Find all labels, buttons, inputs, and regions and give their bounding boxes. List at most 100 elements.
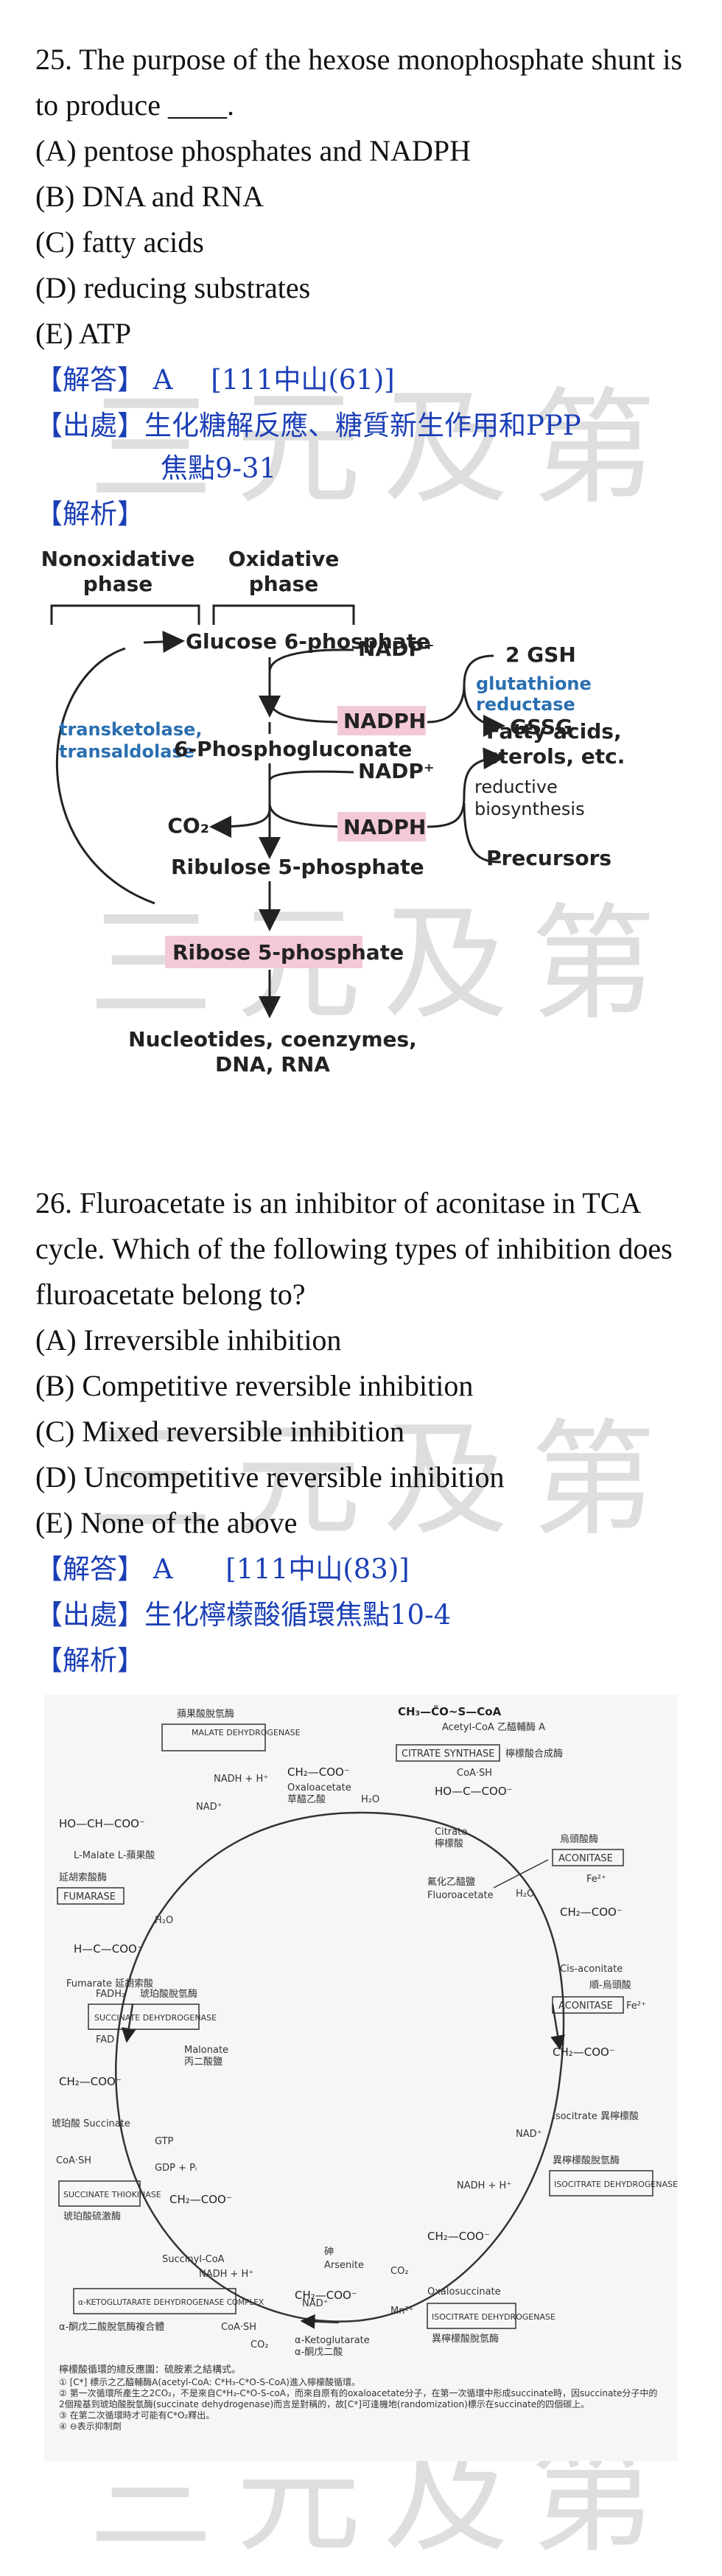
acetyl-coa-label: Acetyl-CoA 乙醯輔酶 A [442, 1721, 545, 1733]
isocitrate-label: Isocitrate 異檸檬酸 [553, 2111, 639, 2122]
akg-cn: α-酮戊二酸 [295, 2347, 343, 2358]
stk-cn: 琥珀酸硫激酶 [63, 2211, 121, 2222]
fumarase-cn: 延胡索酸酶 [59, 1872, 107, 1883]
two-gsh: 2 GSH [505, 643, 576, 667]
answer-reference: [111中山(83)] [225, 1553, 410, 1585]
tca-cycle-diagram: CH₃—C̈O~S—CoA Acetyl-CoA 乙醯輔酶 A CITRATE … [44, 1695, 678, 2461]
citrate-label: Citrate [435, 1827, 467, 1838]
oxalosuccinate-label: Oxalosuccinate [427, 2286, 501, 2297]
oxaloacetate-formula: CH₂—COO⁻ [287, 1765, 350, 1779]
answer-value: A [153, 1553, 173, 1585]
malonate: Malonate [184, 2045, 228, 2056]
succinate-en: Succinate [83, 2118, 130, 2129]
gtp: GTP [155, 2136, 174, 2147]
akg-dh-box [73, 2288, 236, 2314]
glutathione-label: glutathione [476, 673, 592, 694]
reductase-label: reductase [476, 694, 575, 715]
aconitase-box [552, 1849, 624, 1866]
aconitase-cn: 烏頭酸酶 [560, 1833, 598, 1845]
aconitase-box-2 [552, 1996, 624, 2014]
akg-label: α-Ketoglutarate [295, 2335, 370, 2346]
note-3: ③ 在第二次循環時才可能有C*O₂釋出。 [59, 2410, 215, 2421]
q26-option-c: (C) Mixed reversible inhibition [35, 1415, 405, 1448]
stk-box [58, 2180, 141, 2207]
q25-option-e: (E) ATP [35, 317, 131, 350]
dna-rna-label: DNA, RNA [215, 1052, 330, 1077]
q26-option-a: (A) Irreversible inhibition [35, 1323, 342, 1357]
nadh-1: NADH + H⁺ [214, 1774, 268, 1785]
source-text: 生化檸檬酸循環焦點10-4 [144, 1599, 452, 1631]
cycle-arrow-bottom [300, 2314, 340, 2329]
q26-analysis-label: 【解析】 [35, 1645, 144, 1676]
coash-1: CoA·SH [457, 1768, 492, 1779]
arsenite: Arsenite [324, 2260, 364, 2271]
gdp: GDP + Pᵢ [155, 2163, 197, 2174]
precursors-label: Precursors [486, 846, 611, 870]
idh-box-2 [427, 2303, 516, 2329]
co2-label: CO₂ [167, 813, 209, 838]
coash-3: CoA·SH [221, 2322, 256, 2333]
q26-source-line: 【出處】生化檸檬酸循環焦點10-4 [35, 1593, 451, 1637]
scan-background [44, 1695, 678, 2461]
h2o-3: H₂O [155, 1915, 173, 1926]
note-0: 檸檬酸循環的總反應圖：硫胺素之結構式。 [59, 2364, 241, 2376]
q25-answer-line: 【解答】 A [111中山(61)] [35, 358, 395, 402]
sterols-label: sterols, etc. [486, 744, 625, 769]
answer-value: A [153, 364, 173, 396]
cis-aconitate-cn: 順-烏頭酸 [589, 1979, 631, 1991]
oxidative-bracket [212, 604, 355, 625]
fumarase-box [57, 1887, 125, 1905]
idh-cn: 異檸檬酸脫氫酶 [553, 2155, 620, 2166]
reductive-label: reductive [474, 777, 558, 797]
answer-label: 【解答】 [35, 364, 144, 396]
malate-dh-box [161, 1723, 266, 1751]
cis-aconitate-label: Cis-aconitate [560, 1964, 623, 1975]
question-25-stem: 25. The purpose of the hexose monophosph… [35, 43, 683, 122]
page: 三元及第 三元及第 三元及第 三元及第 三元及第 25. The purpose… [35, 43, 683, 2570]
co2-curve [209, 808, 271, 838]
oxalosuccinate-formula: CH₂—COO⁻ [427, 2230, 490, 2243]
nad-3: NAD⁺ [302, 2298, 329, 2309]
sdh-cn: 琥珀酸脫氫酶 [140, 1988, 197, 2000]
cycle-arrow-left [121, 2003, 136, 2043]
biosynthesis-label: biosynthesis [474, 799, 585, 819]
q25-option-b: (B) DNA and RNA [35, 180, 264, 213]
pentose-phosphate-pathway-diagram: Nonoxidative phase Oxidative phase Gluco… [41, 547, 625, 1077]
transketolase-label: transketolase, [59, 719, 203, 740]
succinyl-coa-label: Succinyl-CoA [162, 2254, 225, 2265]
nadph-2: NADPH [343, 815, 426, 839]
oxaloacetate-label: Oxaloacetate [287, 1782, 351, 1793]
acetyl-coa-formula: CH₃—C̈O~S—CoA [398, 1704, 502, 1718]
citrate-synthase-box [396, 1744, 500, 1762]
idh-cn-2: 異檸檬酸脫氫酶 [432, 2333, 499, 2345]
gssg: GSSG [510, 715, 572, 739]
oxidative-phase-label: phase [249, 572, 319, 596]
nadh-3: NADH + H⁺ [199, 2269, 253, 2280]
succinate-formula: CH₂—COO⁻ [59, 2075, 122, 2088]
succinate-label: 琥珀酸 Succinate [52, 2118, 130, 2129]
co2-2: CO₂ [250, 2339, 269, 2351]
ribulose-5-phosphate: Ribulose 5-phosphate [171, 855, 424, 879]
malate-formula: HO—CH—COO⁻ [59, 1817, 145, 1830]
idh-box [549, 2170, 653, 2197]
nad-1: NAD⁺ [196, 1802, 222, 1813]
question-26-stem: 26. Fluroacetate is an inhibitor of acon… [35, 1186, 673, 1311]
q26-option-b: (B) Competitive reversible inhibition [35, 1369, 474, 1402]
fumarate-formula: H—C—COO⁻ [74, 1942, 143, 1956]
note-4: ④ ⊖表示抑制劑 [59, 2421, 122, 2432]
nonoxidative-label: Nonoxidative [41, 547, 195, 571]
ribose-5-phosphate-highlight [165, 936, 362, 968]
source-label: 【出處】 [35, 410, 144, 441]
cycle-arrow-right [550, 2003, 565, 2051]
isocitrate-formula: CH₂—COO⁻ [553, 2045, 615, 2059]
precursors-curve [463, 802, 502, 864]
nadph-1-highlight [337, 706, 426, 735]
nonoxidative-phase-label: phase [83, 572, 153, 596]
fe-1: Fe²⁺ [586, 1874, 606, 1885]
nadh-2: NADH + H⁺ [457, 2180, 511, 2191]
idh: ISOCITRATE DEHYDROGENASE [554, 2180, 678, 2189]
q25-option-c: (C) fatty acids [35, 225, 204, 259]
q25-analysis-label: 【解析】 [35, 498, 144, 530]
akg-formula: CH₂—COO⁻ [295, 2289, 357, 2302]
fe-2: Fe²⁺ [626, 2001, 646, 2012]
